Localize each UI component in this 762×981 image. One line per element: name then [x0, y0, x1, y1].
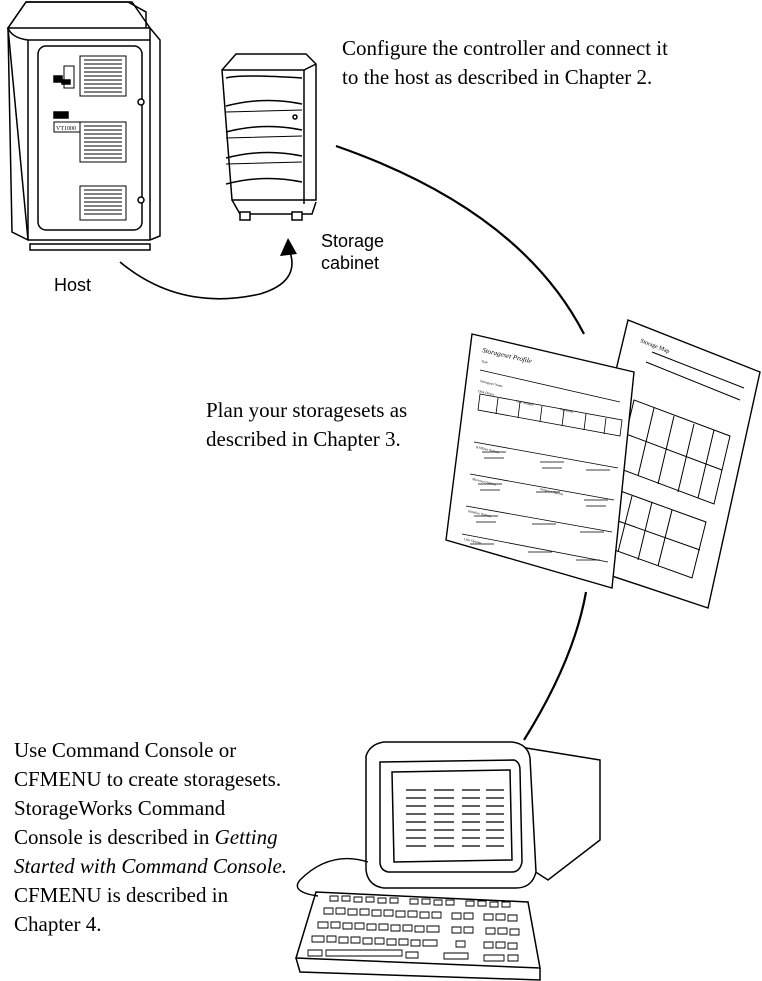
plan-caption: Plan your storagesets as described in Ch… [206, 396, 476, 454]
storage-cabinet [221, 53, 317, 221]
profile-sheet-rows: Type Storageset Name Disk Drives Unit Nu… [464, 359, 574, 545]
storage-cabinet-label: Storage cabinet [321, 230, 411, 274]
storage-label-line: Storage [321, 231, 385, 251]
host-to-storage-arrow [119, 251, 293, 300]
configure-caption: Configure the controller and connect it … [342, 34, 752, 92]
profile-row: RAIDset Options [476, 445, 501, 454]
configure-caption-line: Configure the controller and connect it [342, 36, 668, 60]
profile-row: Unit Options [464, 537, 483, 545]
profile-row: Unit Number [516, 399, 535, 407]
use-caption: Use Command Console or CFMENU to create … [14, 736, 354, 939]
use-caption-line: CFMENU is described in [14, 883, 229, 907]
profile-row: Storageset Name [480, 379, 504, 388]
profile-row: Partitions [560, 407, 574, 414]
use-caption-line: Started with Command Console. [14, 854, 288, 878]
book-title-text: Getting [214, 825, 278, 849]
plan-caption-line: Plan your storagesets as [206, 398, 408, 422]
configure-caption-line: to the host as described in Chapter 2. [342, 65, 653, 89]
connector-curve-bottom [523, 591, 588, 741]
profile-row: Mirrorset Options [472, 477, 497, 487]
profile-row: Stripeset Options [540, 487, 564, 496]
profile-row: Initialize Options [468, 509, 493, 518]
use-caption-line: Use Command Console or [14, 738, 237, 762]
use-caption-line: StorageWorks Command [14, 796, 226, 820]
arrowhead [280, 238, 297, 256]
storageset-profile-sheet [445, 333, 635, 589]
terminal-computer [295, 741, 601, 981]
storage-label-line: cabinet [321, 253, 380, 273]
host-panel-tag: VT1000 [56, 126, 76, 132]
profile-row: Type [481, 359, 489, 365]
host-computer [6, 1, 161, 251]
use-caption-line: Console is described in Getting [14, 823, 354, 852]
plan-caption-line: described in Chapter 3. [206, 427, 401, 451]
host-label: Host [54, 275, 92, 295]
use-caption-text: Console is described in [14, 825, 215, 849]
connector-curve-top [335, 144, 585, 335]
use-caption-line: Chapter 4. [14, 912, 102, 936]
profile-row: Disk Drives [478, 389, 495, 397]
use-caption-line: CFMENU to create storagesets. [14, 767, 282, 791]
